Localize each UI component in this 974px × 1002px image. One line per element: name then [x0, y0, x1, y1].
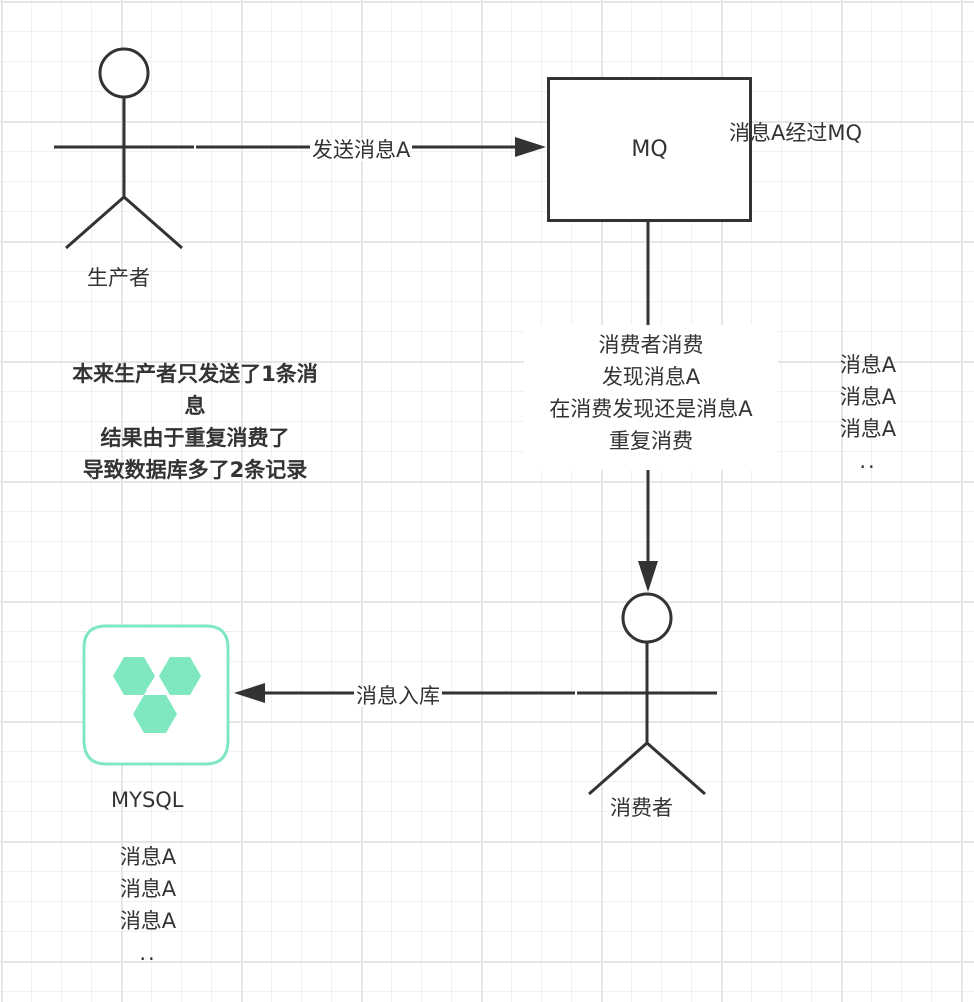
- summary-line: 息: [184, 394, 206, 418]
- summary-note: 本来生产者只发送了1条消 息 结果由于重复消费了 导致数据库多了2条记录: [28, 358, 362, 486]
- queue-item-ellipsis: ..: [859, 449, 877, 473]
- mysql-database-icon[interactable]: [82, 624, 230, 766]
- mysql-label: MYSQL: [111, 788, 184, 812]
- queue-item: 消息A: [839, 417, 897, 441]
- arrowhead-icon: [234, 683, 265, 703]
- summary-line: 结果由于重复消费了: [100, 426, 290, 450]
- note-line: 在消费发现还是消息A: [549, 397, 753, 421]
- consumer-actor-icon[interactable]: [577, 592, 717, 796]
- summary-line: 导致数据库多了2条记录: [82, 458, 308, 482]
- arrowhead-icon: [638, 561, 658, 592]
- mysql-records: 消息A 消息A 消息A ..: [112, 841, 184, 969]
- summary-line: 本来生产者只发送了1条消: [72, 362, 318, 386]
- mq-queue-items: 消息A 消息A 消息A ..: [832, 349, 904, 477]
- record-item: 消息A: [119, 877, 177, 901]
- record-item: 消息A: [119, 845, 177, 869]
- mq-side-note: 消息A经过MQ: [729, 121, 863, 145]
- note-line: 重复消费: [609, 429, 693, 453]
- mq-node[interactable]: MQ: [547, 77, 752, 222]
- note-line: 发现消息A: [601, 365, 701, 389]
- record-item: 消息A: [119, 909, 177, 933]
- edge-label-consume-note: 消费者消费 发现消息A 在消费发现还是消息A 重复消费: [524, 325, 778, 470]
- producer-actor-icon[interactable]: [54, 47, 194, 250]
- queue-item: 消息A: [839, 385, 897, 409]
- edge-label-store: 消息入库: [354, 684, 442, 708]
- note-line: 消费者消费: [598, 333, 704, 357]
- consumer-label: 消费者: [610, 796, 673, 820]
- record-item-ellipsis: ..: [139, 941, 157, 965]
- edge-label-send: 发送消息A: [310, 138, 413, 162]
- mq-label: MQ: [631, 137, 668, 162]
- queue-item: 消息A: [839, 353, 897, 377]
- arrowhead-icon: [515, 137, 546, 157]
- producer-label: 生产者: [87, 266, 150, 290]
